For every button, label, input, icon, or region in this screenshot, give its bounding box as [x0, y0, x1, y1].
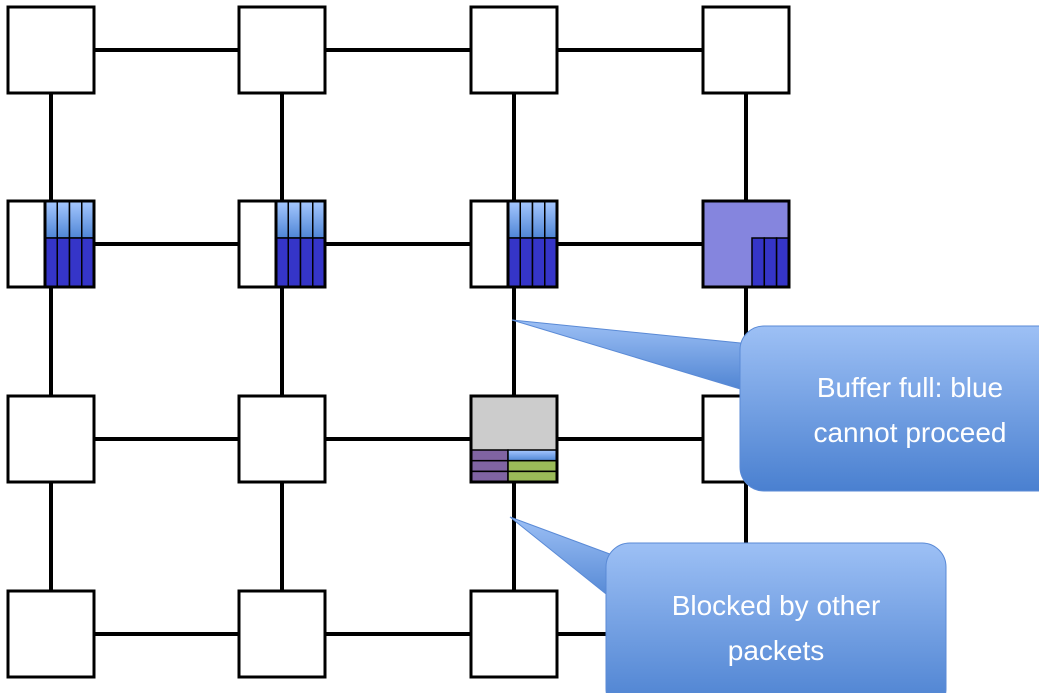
buffer-slot-blue	[287, 237, 302, 288]
router-node-outline	[469, 394, 559, 484]
router-node	[469, 5, 559, 95]
buffer-slot-blue-light	[531, 200, 546, 239]
buffer-slot-blue	[763, 237, 778, 288]
buffer-slot-blue	[56, 237, 71, 288]
router-node	[237, 589, 327, 679]
buffer-slot-blue	[507, 237, 521, 288]
router-node	[6, 5, 96, 95]
buffer-slot-blue-light	[287, 200, 302, 239]
packet-green	[507, 470, 558, 483]
packet-purple	[470, 470, 509, 483]
callout-text: Blocked by other	[672, 590, 881, 621]
buffer-slot-blue-light	[544, 200, 558, 239]
router-node	[6, 589, 96, 679]
buffer-slot-blue	[312, 237, 326, 288]
buffer-slot-blue-light	[299, 200, 314, 239]
input-buffer	[506, 199, 559, 289]
buffer-slot-blue-light	[275, 200, 289, 239]
buffer-slot-blue-light	[507, 200, 521, 239]
router-node	[237, 5, 327, 95]
router-node	[6, 394, 96, 484]
router-node	[469, 589, 559, 679]
buffer-slot-blue-light	[81, 200, 95, 239]
buffer-slot-blue	[299, 237, 314, 288]
router-node-outline	[701, 199, 791, 289]
buffer-slot-blue	[81, 237, 95, 288]
packet-purple	[470, 459, 509, 473]
callout-box	[605, 542, 947, 693]
packet-purple	[470, 449, 509, 462]
callout-text: Buffer full: blue	[817, 372, 1003, 403]
packet-blue	[507, 449, 558, 462]
buffer-slot-blue	[531, 237, 546, 288]
buffer-slot-blue	[544, 237, 558, 288]
buffer-slot-blue-light	[44, 200, 58, 239]
input-buffer	[43, 199, 96, 289]
input-buffer	[274, 199, 327, 289]
callout-pointer	[511, 319, 761, 396]
buffer-slot-blue	[775, 237, 790, 288]
router-node	[701, 5, 791, 95]
buffer-slot-blue-light	[519, 200, 534, 239]
callout-text: cannot proceed	[813, 417, 1006, 448]
buffer-slot-blue	[68, 237, 83, 288]
callout-text: packets	[728, 635, 825, 666]
callout-box	[739, 325, 1039, 492]
packet-green	[507, 459, 558, 473]
buffer-slot-blue-light	[68, 200, 83, 239]
router-node	[237, 394, 327, 484]
buffer-slot-blue-light	[312, 200, 326, 239]
buffer-slot-blue	[519, 237, 534, 288]
buffer-slot-blue	[44, 237, 58, 288]
buffer-slot-blue	[275, 237, 289, 288]
callout: Buffer full: blue cannot proceed	[511, 319, 1039, 492]
buffer-slot-blue-light	[56, 200, 71, 239]
buffer-slot-blue	[751, 237, 766, 288]
callout: Blocked by other packets	[509, 516, 947, 693]
